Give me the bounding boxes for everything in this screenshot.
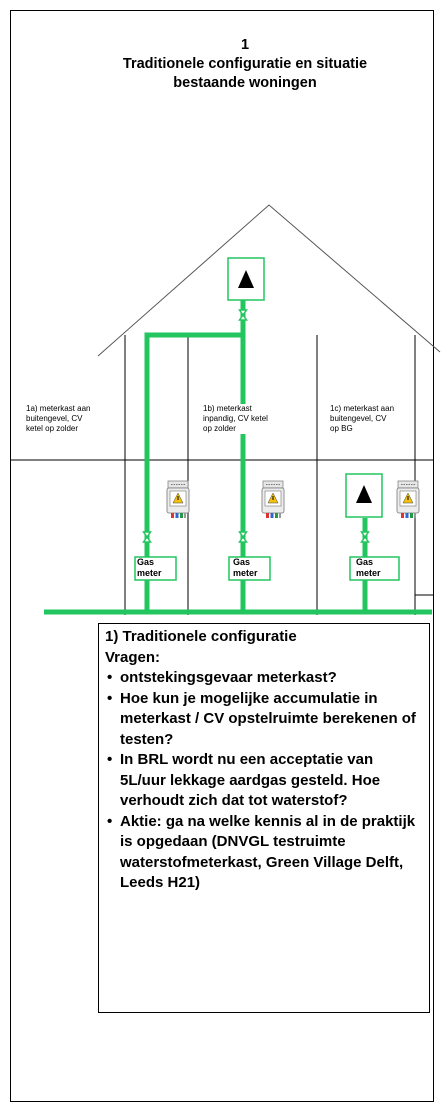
boiler-triangle-icon — [356, 485, 372, 503]
title-line-2: bestaande woningen — [173, 75, 317, 91]
questions-box: 1) Traditionele configuratie Vragen: ont… — [98, 623, 430, 1013]
question-item: ontstekingsgevaar meterkast? — [105, 668, 423, 689]
note-1a: 1a) meterkast aan buitengevel, CV ketel … — [26, 404, 91, 433]
page-title: 1 Traditionele configuratie en situatie … — [10, 36, 446, 93]
house-walls — [124, 335, 434, 615]
note-1c: 1c) meterkast aan buitengevel, CV op BG — [330, 404, 395, 433]
questions-heading: 1) Traditionele configuratie — [105, 628, 297, 645]
question-item: In BRL wordt nu een acceptatie van 5L/uu… — [105, 750, 423, 812]
boiler-attic — [227, 257, 265, 301]
boiler-triangle-icon — [238, 270, 254, 288]
questions-list: ontstekingsgevaar meterkast? Hoe kun je … — [105, 668, 423, 894]
note-1b: 1b) meterkast inpandig, CV ketel op zold… — [203, 404, 268, 434]
title-line-1: Traditionele configuratie en situatie — [122, 56, 368, 72]
question-item: Aktie: ga na welke kennis al in de prakt… — [105, 812, 423, 894]
boiler-ground — [345, 473, 383, 518]
gas-meter-label-1b: Gas meter — [233, 557, 258, 578]
gas-meter-boxes — [134, 556, 400, 581]
question-item: Hoe kun je mogelijke accumulatie in mete… — [105, 689, 423, 751]
gas-meter-label-1a: Gas meter — [137, 557, 162, 578]
gas-meter-label-1c: Gas meter — [356, 557, 381, 578]
questions-subheading: Vragen: — [105, 648, 161, 666]
roof — [97, 204, 441, 357]
title-number: 1 — [240, 37, 250, 53]
page-frame — [10, 10, 434, 1102]
